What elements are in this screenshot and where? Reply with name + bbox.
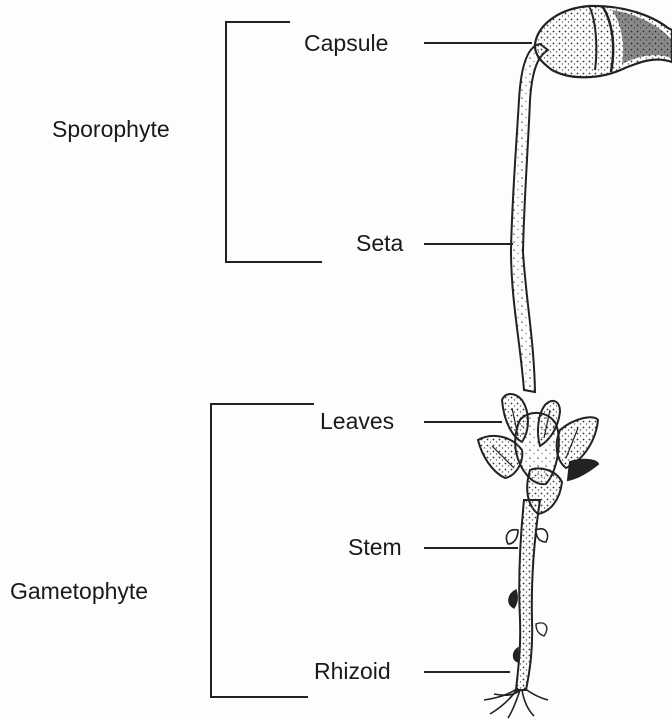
stem-shape <box>506 500 547 690</box>
gametophyte-label: Gametophyte <box>10 580 148 603</box>
leaves-label: Leaves <box>320 410 394 433</box>
sporophyte-bracket <box>226 22 322 262</box>
rhizoid-roots <box>484 688 548 718</box>
seta-stalk <box>511 44 548 392</box>
capsule-shape <box>535 6 672 77</box>
gametophyte-bracket <box>211 404 314 697</box>
sporophyte-label: Sporophyte <box>52 118 170 141</box>
seta-label: Seta <box>356 232 403 255</box>
leaves-cluster <box>478 394 598 514</box>
stem-label: Stem <box>348 536 402 559</box>
capsule-label: Capsule <box>304 32 388 55</box>
rhizoid-label: Rhizoid <box>314 660 391 683</box>
